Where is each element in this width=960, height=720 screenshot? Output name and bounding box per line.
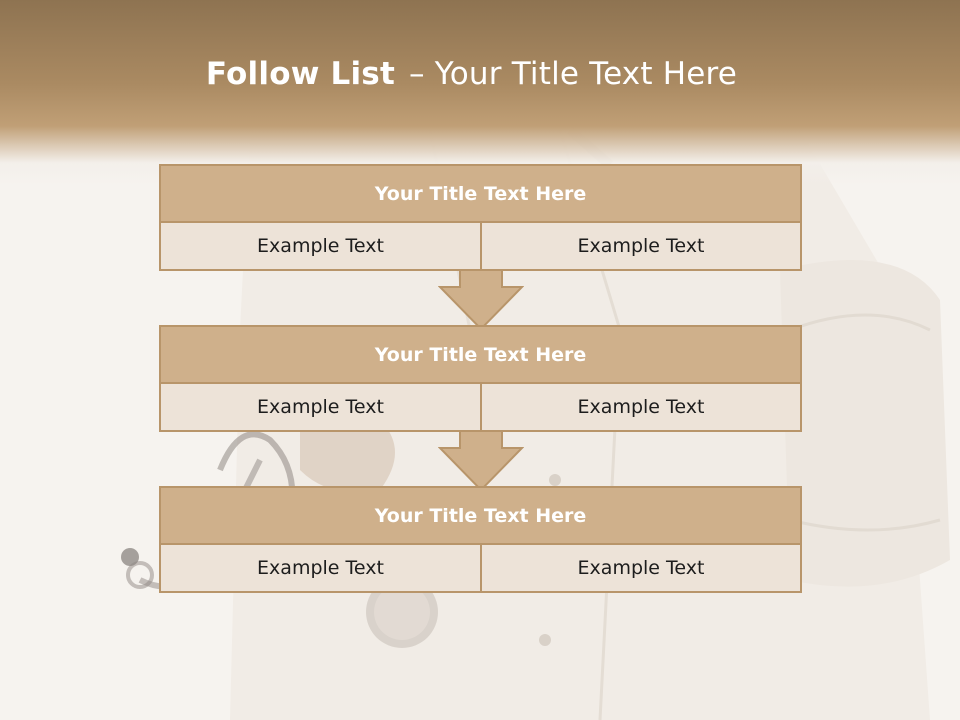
title-dash: – <box>408 56 425 92</box>
step-1-left-cell: Example Text <box>161 223 482 269</box>
page-title: Follow List–Your Title Text Here <box>0 56 943 92</box>
step-title-1: Your Title Text Here <box>161 166 800 223</box>
down-arrow-icon <box>438 430 524 492</box>
step-box-3: Your Title Text Here Example Text Exampl… <box>159 486 802 593</box>
step-box-1: Your Title Text Here Example Text Exampl… <box>159 164 802 271</box>
step-1-right-cell: Example Text <box>482 223 800 269</box>
header-band <box>0 0 960 185</box>
title-bold: Follow List <box>205 56 395 92</box>
step-2-left-cell: Example Text <box>161 384 482 430</box>
down-arrow-icon <box>438 269 524 331</box>
step-3-right-cell: Example Text <box>482 545 800 591</box>
title-rest: Your Title Text Here <box>434 56 738 92</box>
step-3-left-cell: Example Text <box>161 545 482 591</box>
step-box-2: Your Title Text Here Example Text Exampl… <box>159 325 802 432</box>
step-2-right-cell: Example Text <box>482 384 800 430</box>
step-title-3: Your Title Text Here <box>161 488 800 545</box>
step-title-2: Your Title Text Here <box>161 327 800 384</box>
